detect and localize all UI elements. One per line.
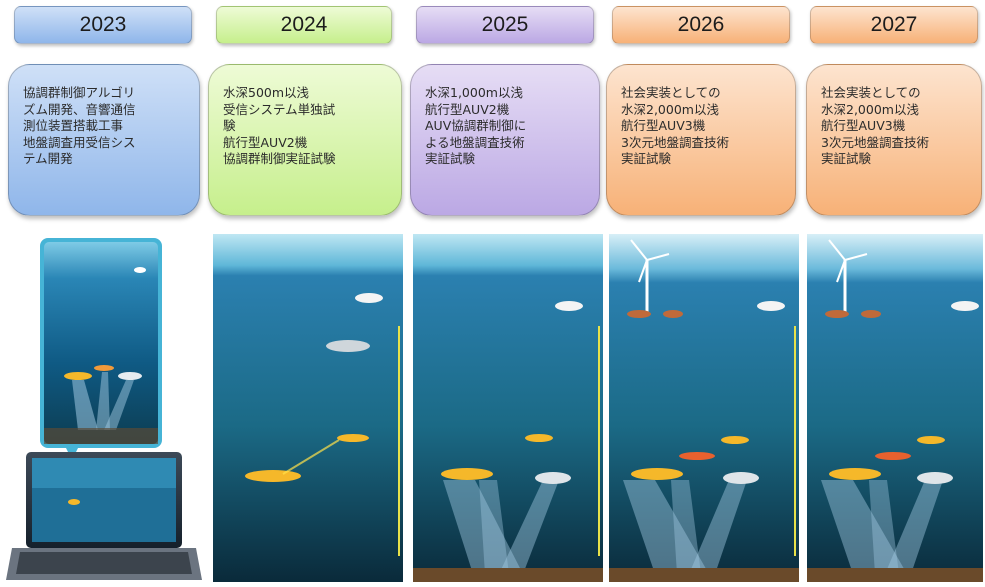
auv-icon: [64, 372, 92, 380]
auv-icon: [829, 468, 881, 480]
year-label-2027: 2027: [810, 6, 978, 44]
windfarm-ocean-illustration: [807, 234, 983, 582]
year-label-2025: 2025: [416, 6, 594, 44]
two-auv-ocean-illustration: [213, 234, 403, 582]
ship-icon: [555, 301, 583, 311]
ship-icon: [951, 301, 979, 311]
description-2025: 水深1,000m以浅 航行型AUV2機 AUV協調群制御に よる地盤調査技術 実…: [410, 64, 600, 216]
year-label-2024: 2024: [216, 6, 392, 44]
bubble-screen: [44, 242, 158, 444]
ship-icon: [757, 301, 785, 311]
ship-icon: [134, 267, 146, 273]
laptop-simulation-illustration: [6, 234, 202, 582]
auv-icon: [631, 468, 683, 480]
year-label-2023: 2023: [14, 6, 192, 44]
description-2024: 水深500m以浅 受信システム単独試 験 航行型AUV2機 協調群制御実証試験: [208, 64, 402, 216]
description-2026: 社会実装としての 水深2,000m以浅 航行型AUV3機 3次元地盤調査技術 実…: [606, 64, 796, 216]
auv-icon: [441, 468, 493, 480]
description-2023: 協調群制御アルゴリ ズム開発、音響通信 測位装置搭載工事 地盤調査用受信シス テ…: [8, 64, 200, 216]
survey-ocean-illustration: [413, 234, 603, 582]
year-label-2026: 2026: [612, 6, 790, 44]
auv-icon: [326, 340, 370, 352]
windfarm-ocean-illustration: [609, 234, 799, 582]
ship-icon: [355, 293, 383, 303]
description-2027: 社会実装としての 水深2,000m以浅 航行型AUV3機 3次元地盤調査技術 実…: [806, 64, 982, 216]
